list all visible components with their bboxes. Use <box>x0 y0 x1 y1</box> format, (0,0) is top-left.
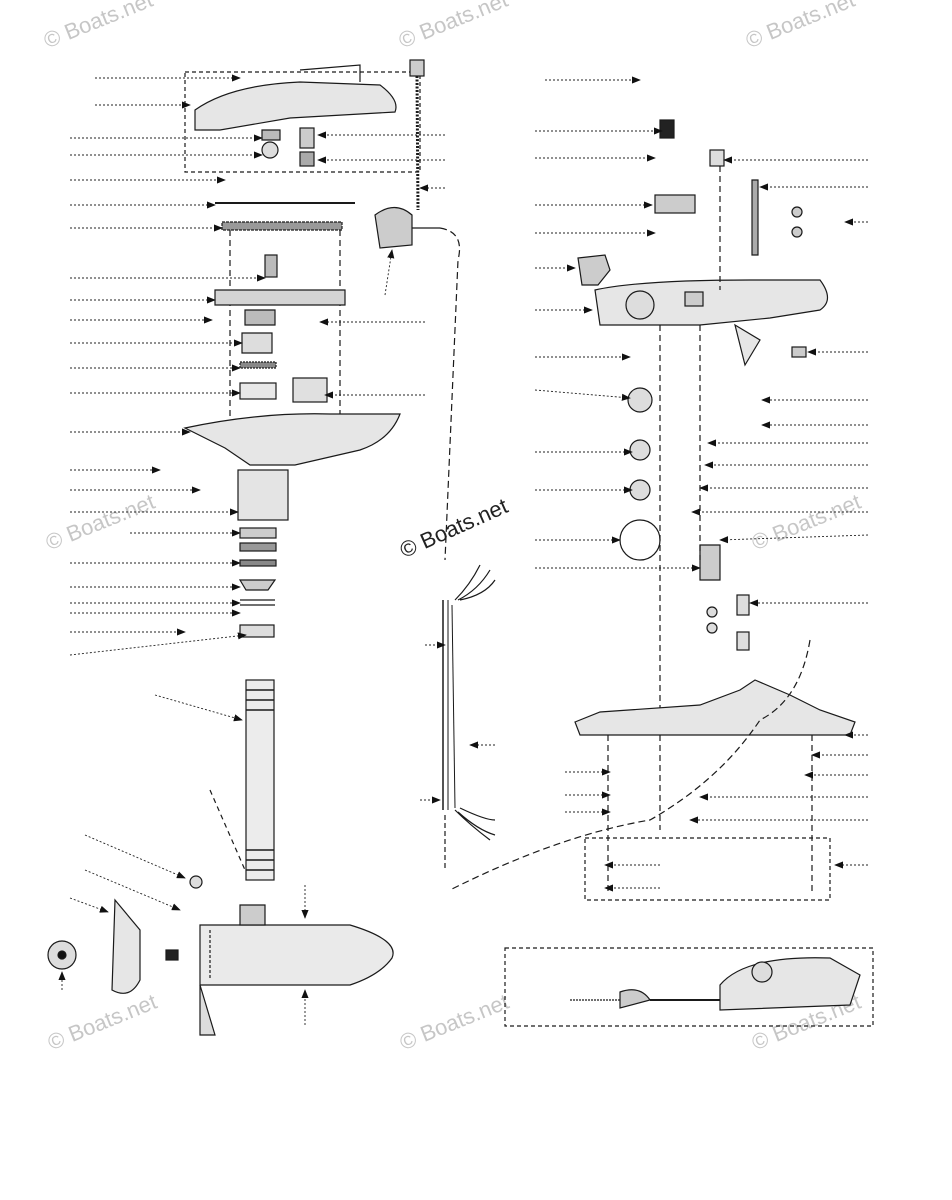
leader-lines-center <box>317 76 641 804</box>
pedal-base <box>449 639 856 901</box>
wire-harness <box>442 564 496 870</box>
head-cover-group <box>184 64 421 173</box>
leader-lines-left <box>58 74 309 1025</box>
mount-housing <box>183 413 401 638</box>
foot-pedal-parts <box>577 119 829 830</box>
motor-unit <box>47 875 394 1036</box>
composite-shaft <box>209 679 275 881</box>
foot-pedal-plug <box>374 206 461 561</box>
tie-strap <box>409 59 425 211</box>
assembled-pedal-inset <box>504 947 874 1027</box>
control-head-parts <box>214 202 355 420</box>
leader-lines-right <box>534 127 869 892</box>
